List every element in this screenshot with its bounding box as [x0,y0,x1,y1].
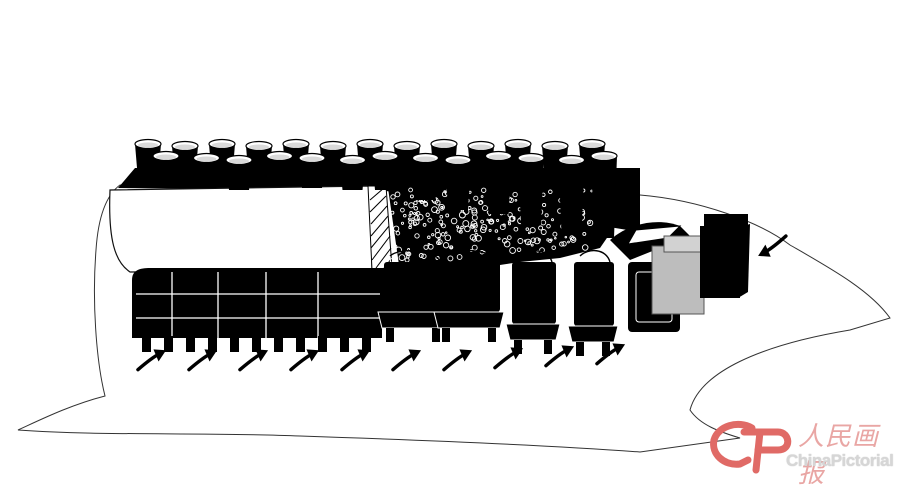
compartment-block-2 [434,251,504,342]
gallery-leg [186,336,195,352]
figure-18 [340,156,366,191]
figure-13 [153,152,179,187]
gallery-leg [230,336,239,352]
gallery-leg [274,336,283,352]
gallery-leg [296,336,305,352]
figure-22 [486,152,512,215]
figure-21 [445,156,471,211]
figure-20 [413,154,439,201]
figure-16 [267,152,293,187]
figure-25 [591,152,617,239]
watermark-brand-en: ChinaPictorial [786,451,893,471]
gallery-leg [142,336,151,352]
compartment-block-4 [568,251,618,356]
cut-earth-wall [110,186,372,272]
compartment-block-3 [506,251,560,354]
gallery-leg [318,336,327,352]
figure-17 [299,154,325,189]
figure-14 [194,154,220,189]
gallery-leg [362,336,371,352]
figure-23 [518,154,544,225]
compartment-block-1 [378,251,448,342]
figure-15 [226,156,252,191]
figure-19 [372,152,398,191]
gallery-block [132,268,385,352]
gallery-leg [340,336,349,352]
gallery-leg [208,336,217,352]
china-pictorial-logo-icon [714,424,788,470]
figure-24 [559,156,585,235]
gallery-leg [164,336,173,352]
